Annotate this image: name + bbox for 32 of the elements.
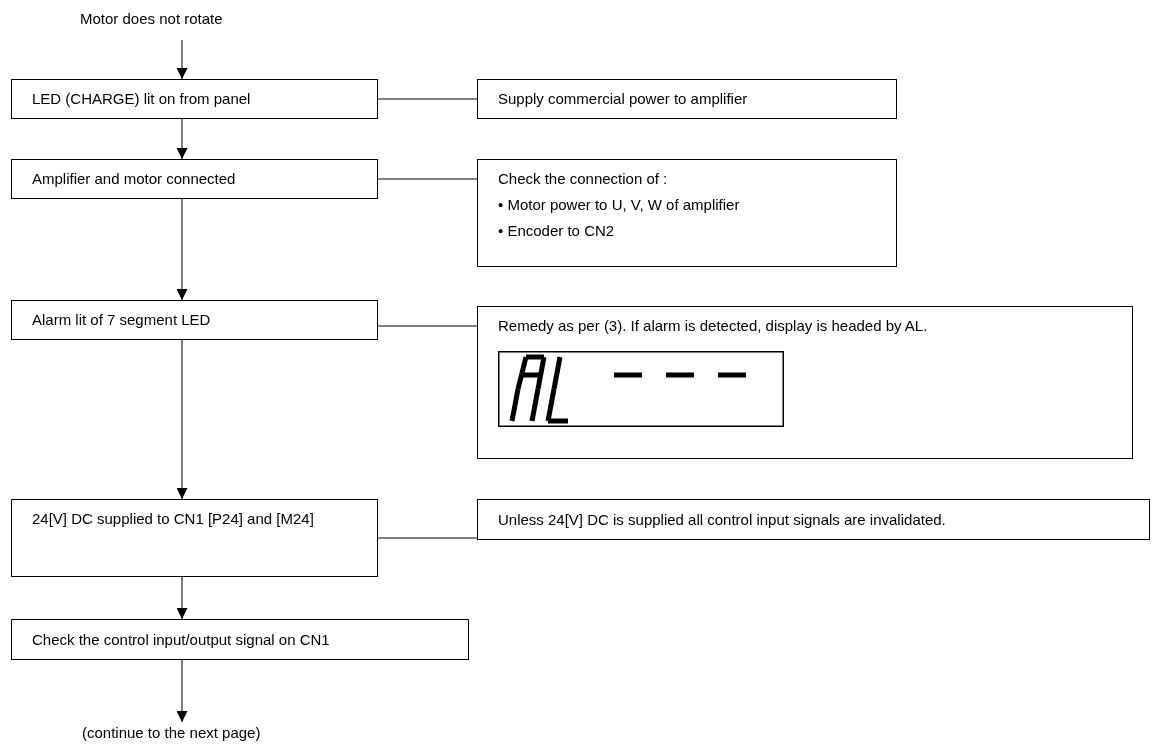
arrow: [176, 339, 188, 500]
arrow: [176, 659, 188, 723]
process-box: [477, 499, 1150, 540]
process-box: [11, 619, 469, 660]
box-text: • Motor power to U, V, W of amplifier: [498, 195, 741, 215]
process-box: [11, 79, 378, 119]
box-text: 24[V] DC supplied to CN1 [P24] and [M24]: [32, 509, 315, 529]
arrow: [176, 198, 188, 301]
box-text: Supply commercial power to amplifier: [498, 89, 749, 109]
box-text: Remedy as per (3). If alarm is detected, display is headed by AL.: [498, 316, 929, 336]
process-box: [477, 306, 1133, 459]
connector-line: [377, 178, 478, 180]
box-text: Unless 24[V] DC is supplied all control input signals are invalidated.: [498, 509, 947, 530]
arrow: [176, 576, 188, 620]
flow-text: Motor does not rotate: [80, 8, 300, 30]
arrow: [176, 118, 188, 160]
box-text: • Encoder to CN2: [498, 221, 616, 241]
connector-line: [377, 98, 478, 100]
box-text: Check the control input/output signal on CN1: [32, 629, 331, 650]
connector-line: [377, 325, 478, 327]
box-text: Check the connection of :: [498, 169, 669, 189]
process-box: [11, 499, 378, 577]
box-text: Amplifier and motor connected: [32, 169, 237, 189]
process-box: [11, 300, 378, 340]
flow-text: (continue to the next page): [82, 722, 342, 744]
process-box: [11, 159, 378, 199]
process-box: [477, 79, 897, 119]
arrow: [176, 39, 188, 80]
connector-line: [377, 537, 478, 539]
process-box: [477, 159, 897, 267]
box-text: Alarm lit of 7 segment LED: [32, 310, 212, 330]
box-text: LED (CHARGE) lit on from panel: [32, 89, 252, 109]
